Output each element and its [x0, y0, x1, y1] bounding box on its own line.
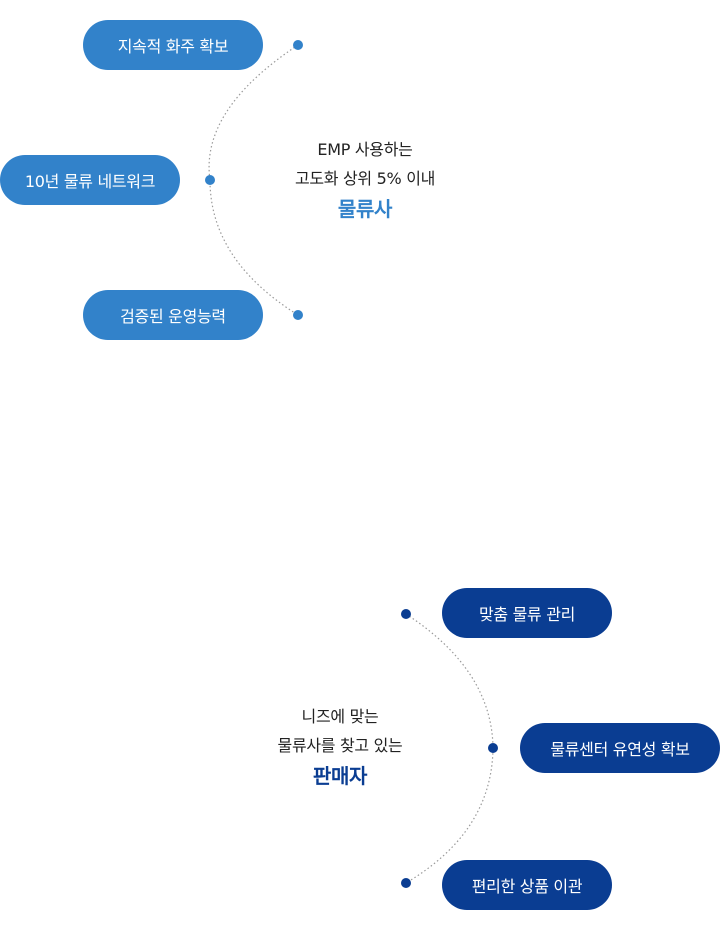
- top-center-line-1: EMP 사용하는: [317, 140, 413, 159]
- top-node-dot-3: [293, 310, 303, 320]
- top-node-1: 지속적 화주 확보: [83, 20, 263, 70]
- bottom-node-2: 물류센터 유연성 확보: [520, 723, 720, 773]
- emp-logistics-diagram: 지속적 화주 확보 10년 물류 네트워크 검증된 운영능력 EMP 사용하는 …: [0, 0, 720, 360]
- top-node-3: 검증된 운영능력: [83, 290, 263, 340]
- top-arc-dotted-line: [208, 44, 299, 316]
- seller-diagram: 맞춤 물류 관리 물류센터 유연성 확보 편리한 상품 이관 니즈에 맞는 물류…: [0, 560, 720, 930]
- bottom-arc: [401, 609, 498, 888]
- top-center-emphasis: 물류사: [337, 197, 393, 221]
- top-node-dot-1: [293, 40, 303, 50]
- top-node-dot-2: [205, 175, 215, 185]
- bottom-node-1: 맞춤 물류 관리: [442, 588, 612, 638]
- top-node-2: 10년 물류 네트워크: [0, 155, 180, 205]
- top-center-caption: EMP 사용하는 고도화 상위 5% 이내 물류사: [255, 135, 475, 225]
- bottom-center-line-1: 니즈에 맞는: [301, 707, 379, 726]
- top-center-line-2: 고도화 상위 5% 이내: [294, 169, 436, 188]
- bottom-node-dot-2: [488, 743, 498, 753]
- bottom-center-emphasis: 판매자: [312, 764, 368, 788]
- bottom-node-dot-1: [401, 609, 411, 619]
- bottom-center-line-2: 물류사를 찾고 있는: [277, 736, 403, 755]
- bottom-center-caption: 니즈에 맞는 물류사를 찾고 있는 판매자: [230, 702, 450, 792]
- bottom-node-dot-3: [401, 878, 411, 888]
- bottom-node-3: 편리한 상품 이관: [442, 860, 612, 910]
- top-arc: [205, 40, 303, 320]
